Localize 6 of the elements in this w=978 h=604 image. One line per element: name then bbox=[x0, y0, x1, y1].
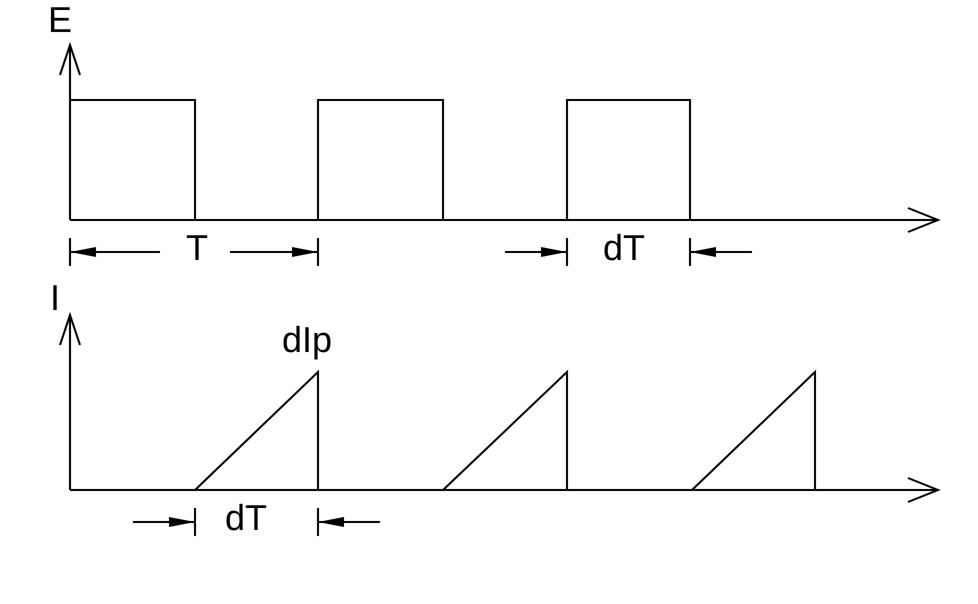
axis-label: T bbox=[186, 230, 208, 266]
axis-label: E bbox=[48, 2, 72, 38]
axis-label: dT bbox=[225, 500, 268, 536]
axis-label: dIp bbox=[282, 322, 332, 358]
axis-label: dT bbox=[603, 230, 646, 266]
axis-label: I bbox=[50, 280, 60, 316]
